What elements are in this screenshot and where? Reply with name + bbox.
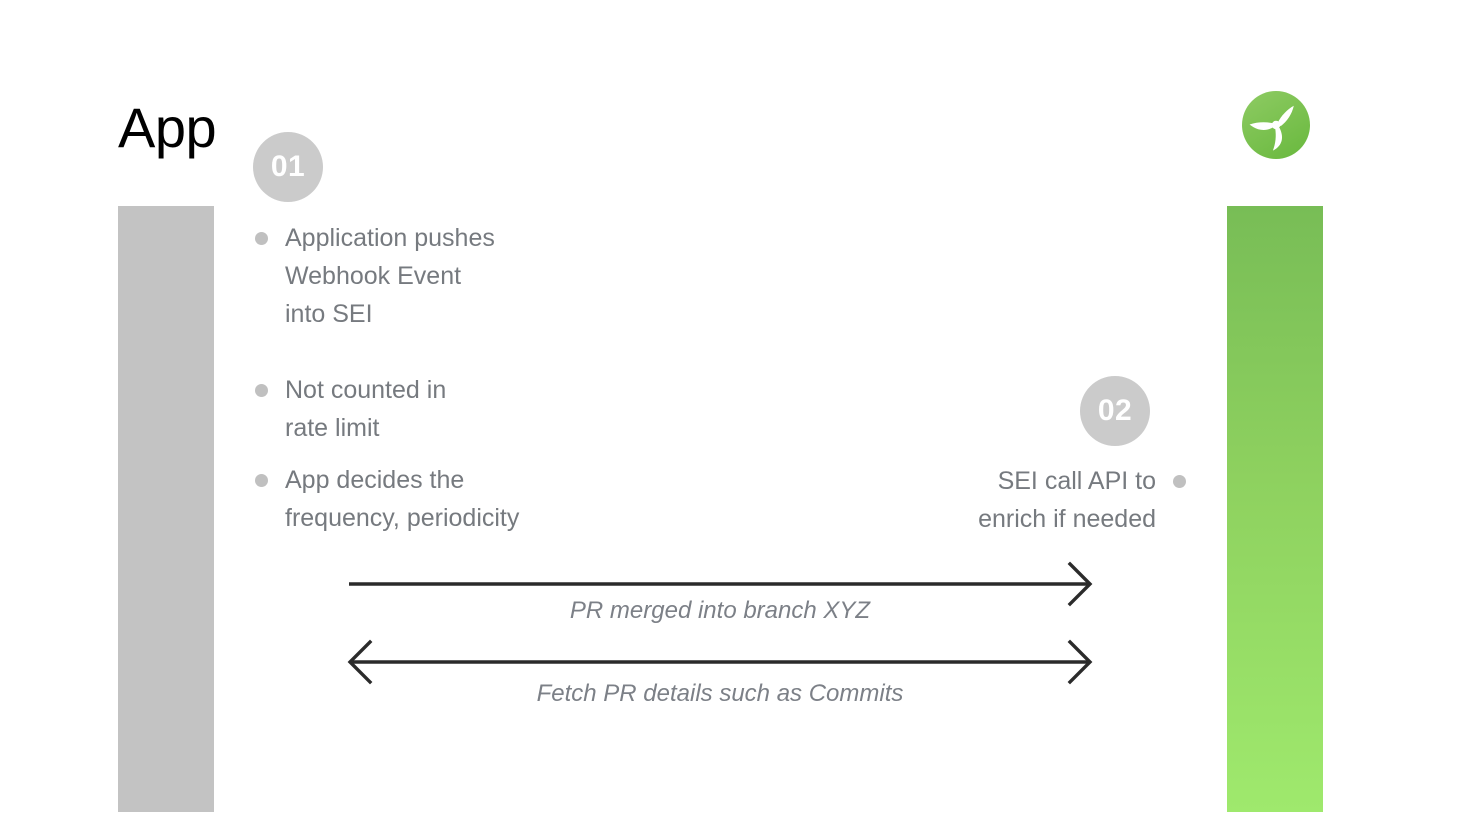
bullet-dot-icon — [255, 384, 268, 397]
pr-merged-arrow-label: PR merged into branch XYZ — [569, 597, 871, 624]
list-item: Not counted in rate limit — [255, 371, 675, 447]
bullet-dot-icon — [255, 474, 268, 487]
step-badge-01: 01 — [253, 132, 323, 202]
list-item: SEI call API to enrich if needed — [830, 462, 1186, 538]
fetch-pr-arrowhead-right — [1067, 639, 1093, 685]
sequence-arrows — [347, 561, 1093, 685]
list-item-label: Not counted in rate limit — [285, 376, 447, 442]
bullet-dot-icon — [1173, 475, 1186, 488]
propeller-logo — [1241, 90, 1311, 160]
page-title: App — [118, 96, 217, 159]
step-badge-02: 02 — [1080, 376, 1150, 446]
app-lane-bar — [118, 206, 214, 812]
step-02-bullets: SEI call API to enrich if needed — [830, 462, 1186, 538]
bullet-dot-icon — [255, 232, 268, 245]
fetch-pr-arrow-label: Fetch PR details such as Commits — [536, 680, 904, 707]
list-item: Application pushes Webhook Event into SE… — [255, 219, 675, 333]
sei-lane-bar — [1227, 206, 1323, 812]
pr-merged-arrowhead-right — [1067, 561, 1093, 607]
list-item-label: App decides the frequency, periodicity — [285, 466, 520, 532]
step-01-bullets: Application pushes Webhook Event into SE… — [255, 219, 675, 537]
list-item-label: Application pushes Webhook Event into SE… — [285, 224, 495, 328]
fetch-pr-arrowhead-left — [347, 639, 373, 685]
list-item: App decides the frequency, periodicity — [255, 461, 675, 537]
list-item-label: SEI call API to enrich if needed — [978, 467, 1156, 533]
